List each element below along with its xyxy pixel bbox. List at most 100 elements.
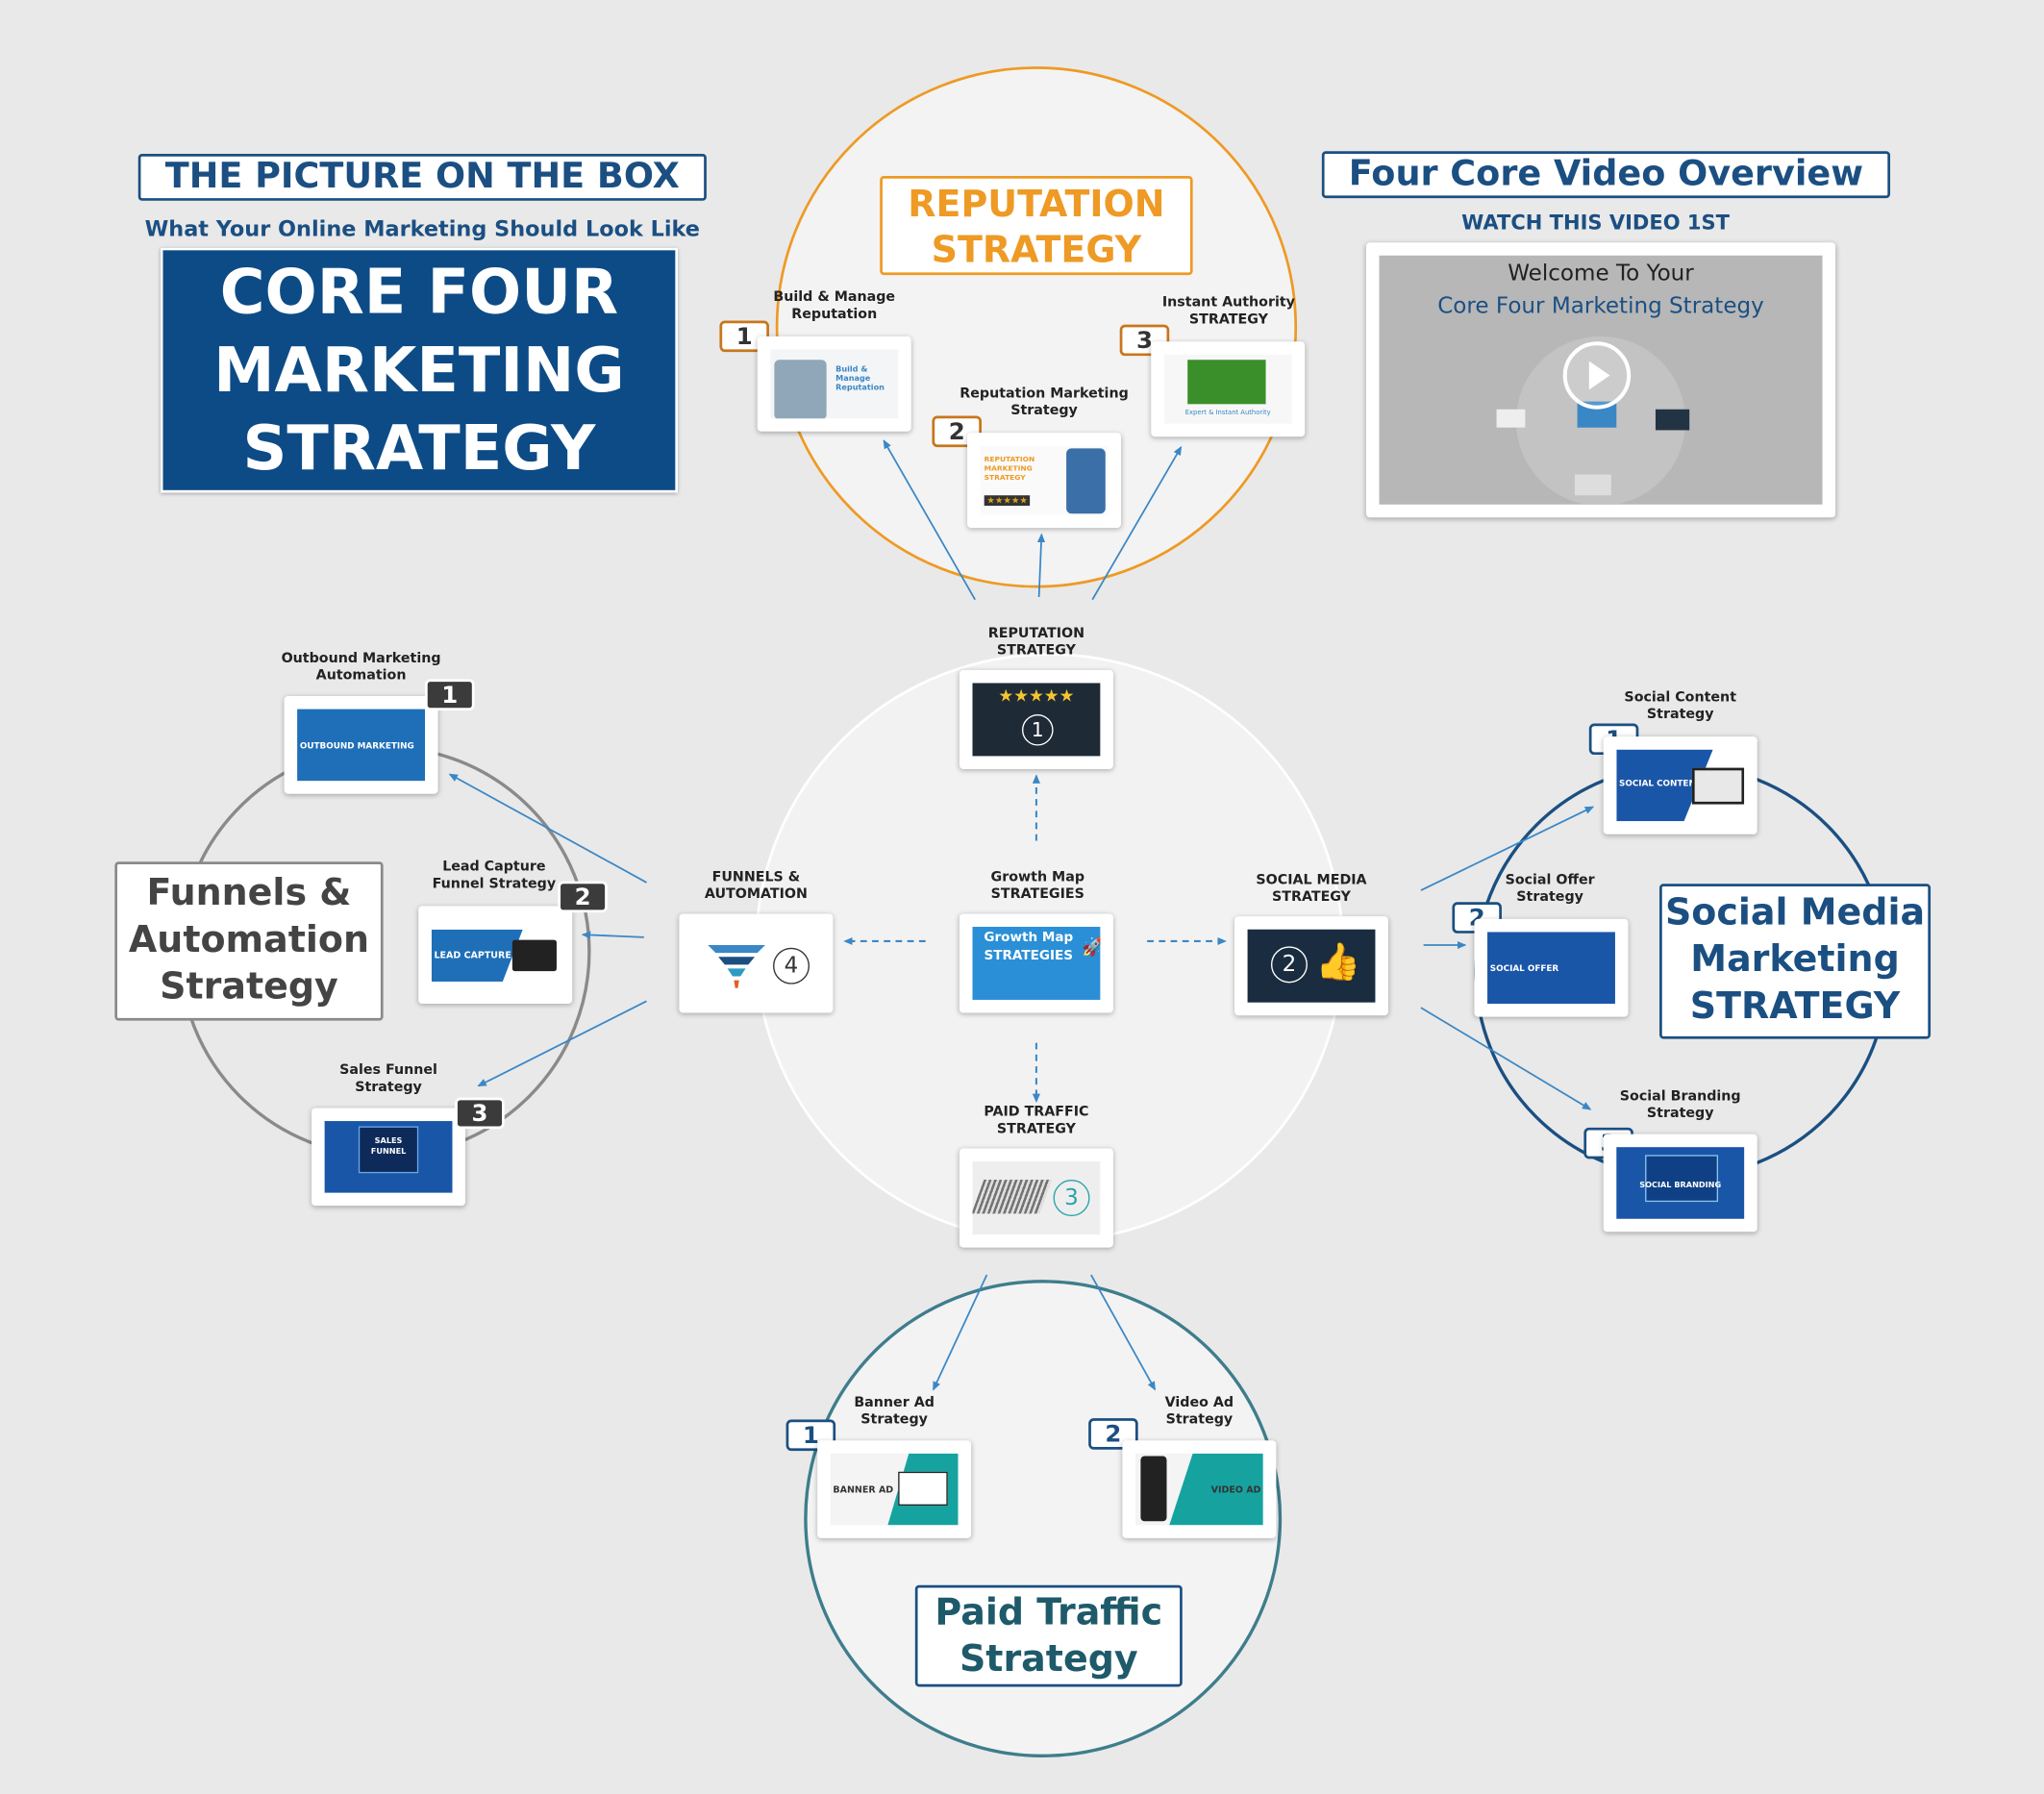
rep-item3-label: Instant Authority STRATEGY	[1161, 294, 1295, 328]
hub-growth-thumb-text: Growth Map STRATEGIES	[984, 931, 1074, 963]
funnels-group-title: Funnels & Automation Strategy	[114, 861, 384, 1021]
rep-item3-greenscreen	[1187, 360, 1266, 405]
funnels-item2-device	[511, 939, 557, 972]
hub-reputation-card[interactable]: ★★★★★ 1	[959, 669, 1113, 769]
social-item2-thumb-text: SOCIAL OFFER	[1489, 962, 1559, 974]
paid-title-line2: Strategy	[959, 1636, 1138, 1681]
paid-group-title: Paid Traffic Strategy	[914, 1584, 1183, 1687]
social-arrow-3	[1420, 1007, 1592, 1110]
hub-paid-num: 3	[1053, 1180, 1090, 1217]
hub-growth-label: Growth Map STRATEGIES	[990, 869, 1085, 903]
paid-item2-card[interactable]: VIDEO AD	[1122, 1440, 1277, 1538]
paid-item1-thumb-text: BANNER AD	[833, 1484, 894, 1496]
social-title-line2: Marketing	[1690, 936, 1900, 981]
video-subtitle: WATCH THIS VIDEO 1ST	[1461, 211, 1731, 236]
funnels-item3-laptop	[358, 1126, 419, 1174]
rep-arrow-1	[883, 439, 976, 601]
main-title-line3: STRATEGY	[242, 412, 596, 486]
hub-paid-crowd	[972, 1180, 1052, 1214]
rep-arrow-2	[1036, 533, 1046, 598]
hub-paid-label: PAID TRAFFIC STRATEGY	[984, 1104, 1089, 1137]
video-screen-line1: Welcome To Your	[1508, 261, 1694, 287]
hub-reputation-stars: ★★★★★	[998, 686, 1075, 707]
funnels-title-line1: Funnels &	[146, 870, 352, 914]
funnels-item3-thumb: SALES FUNNEL	[324, 1121, 453, 1193]
hub-social-label: SOCIAL MEDIA STRATEGY	[1256, 872, 1367, 905]
reputation-title-line1: REPUTATION	[908, 182, 1165, 226]
funnel-icon	[708, 945, 765, 988]
funnels-item3-card[interactable]: SALES FUNNEL	[312, 1108, 466, 1207]
video-title: Four Core Video Overview	[1321, 151, 1891, 199]
rep-item3-thumb: Expert & Instant Authority	[1163, 354, 1292, 424]
social-item2-label: Social Offer Strategy	[1505, 872, 1595, 905]
hub-funnels-thumb: 4	[691, 927, 820, 1000]
paid-item1-badge: 1	[785, 1419, 836, 1452]
paid-arrow-1	[933, 1274, 988, 1391]
funnels-item1-badge: 1	[425, 679, 475, 710]
rep-item3-thumb-text: Expert & Instant Authority	[1184, 409, 1271, 417]
hub-social-thumb: 2 👍	[1247, 929, 1376, 1003]
rep-item1-thumb-text: Build & Manage Reputation	[835, 364, 885, 393]
paid-item1-label: Banner Ad Strategy	[854, 1394, 935, 1428]
video-title-text: Four Core Video Overview	[1348, 153, 1864, 195]
funnels-item2-thumb: LEAD CAPTURE	[431, 918, 560, 991]
hub-funnels-card[interactable]: 4	[679, 913, 834, 1013]
hub-paid-thumb: 3	[972, 1161, 1101, 1235]
funnels-item1-thumb-text: OUTBOUND MARKETING	[299, 740, 414, 751]
funnels-arrow-2	[581, 931, 644, 939]
paid-item2-phone	[1140, 1456, 1167, 1522]
funnels-arrow-1	[448, 773, 647, 884]
box-subtitle: What Your Online Marketing Should Look L…	[144, 216, 700, 241]
video-thumb-node-bottom	[1574, 474, 1611, 496]
play-icon[interactable]	[1562, 341, 1632, 410]
funnels-item2-thumb-text: LEAD CAPTURE	[434, 950, 511, 961]
paid-item1-devices	[898, 1471, 948, 1507]
thumbs-up-icon: 👍	[1315, 939, 1361, 984]
video-screen-line2: Core Four Marketing Strategy	[1437, 293, 1764, 320]
hub-paid-card[interactable]: 3	[959, 1148, 1113, 1248]
main-title-line2: MARKETING	[213, 335, 625, 408]
social-item3-thumb-text: SOCIAL BRANDING	[1639, 1181, 1722, 1190]
social-item1-card[interactable]: SOCIAL CONTENT	[1603, 736, 1757, 835]
paid-item2-label: Video Ad Strategy	[1164, 1394, 1234, 1428]
social-item1-label: Social Content Strategy	[1624, 689, 1736, 723]
social-title-line1: Social Media	[1664, 890, 1926, 934]
social-item2-card[interactable]: SOCIAL OFFER	[1474, 918, 1629, 1017]
paid-item2-thumb-text: VIDEO AD	[1210, 1484, 1261, 1496]
rep-item3-card[interactable]: Expert & Instant Authority	[1151, 341, 1306, 437]
paid-item1-card[interactable]: BANNER AD	[817, 1440, 972, 1538]
main-title-line1: CORE FOUR	[219, 257, 619, 329]
social-item3-card[interactable]: SOCIAL BRANDING	[1603, 1134, 1757, 1233]
funnels-item1-card[interactable]: OUTBOUND MARKETING	[284, 696, 438, 794]
rep-item1-card[interactable]: Build & Manage Reputation	[757, 336, 911, 432]
hub-reputation-label: REPUTATION STRATEGY	[987, 625, 1085, 659]
hub-funnels-num: 4	[773, 947, 810, 984]
funnels-arrow-3	[477, 1000, 647, 1087]
rep-item1-person	[774, 360, 827, 419]
reputation-title-line2: STRATEGY	[931, 228, 1142, 272]
paid-item1-thumb: BANNER AD	[830, 1453, 959, 1526]
main-title-panel: CORE FOUR MARKETING STRATEGY	[160, 247, 679, 493]
rep-item2-card[interactable]: REPUTATION MARKETING STRATEGY ★★★★★	[967, 433, 1122, 529]
hub-growth-thumb: Growth Map STRATEGIES 🚀	[972, 927, 1101, 1000]
social-item1-monitor	[1691, 767, 1745, 805]
funnels-item3-label: Sales Funnel Strategy	[339, 1062, 437, 1095]
reputation-group-title: REPUTATION STRATEGY	[880, 176, 1193, 276]
social-item3-label: Social Branding Strategy	[1619, 1088, 1741, 1122]
funnels-title-line3: Strategy	[160, 964, 338, 1009]
funnels-item2-card[interactable]: LEAD CAPTURE	[418, 906, 573, 1005]
hub-funnels-label: FUNNELS & AUTOMATION	[704, 869, 808, 903]
hub-social-num: 2	[1270, 946, 1308, 984]
rep-arrow-3	[1091, 445, 1183, 601]
funnels-item3-badge: 3	[455, 1097, 505, 1130]
video-player[interactable]: Welcome To Your Core Four Marketing Stra…	[1365, 242, 1836, 518]
paid-item2-thumb: VIDEO AD	[1134, 1453, 1263, 1526]
hub-social-card[interactable]: 2 👍	[1234, 916, 1389, 1016]
rep-item2-badge: 2	[932, 415, 982, 448]
hub-reputation-thumb: ★★★★★ 1	[972, 683, 1101, 757]
hub-growth-card[interactable]: Growth Map STRATEGIES 🚀	[959, 913, 1113, 1013]
paid-arrow-2	[1090, 1274, 1157, 1391]
social-item3-thumb: SOCIAL BRANDING	[1616, 1147, 1745, 1219]
paid-item2-badge: 2	[1088, 1418, 1138, 1450]
